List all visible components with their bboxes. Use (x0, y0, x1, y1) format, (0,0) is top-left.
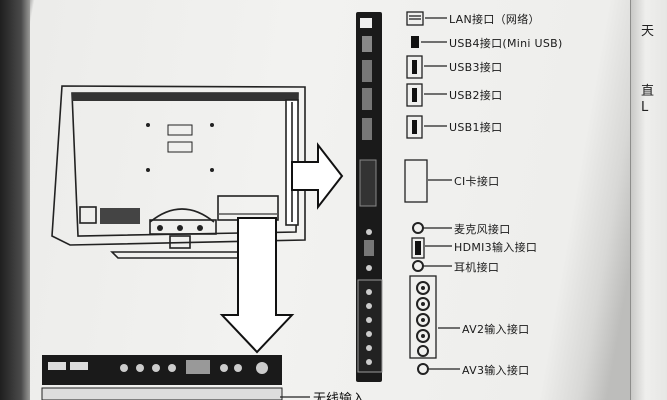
right-arrow (291, 142, 344, 210)
usb1-port-label: USB1接口 (449, 121, 503, 134)
av2-port-label: AV2输入接口 (462, 323, 530, 336)
adjacent-page-char: 天 (641, 24, 655, 39)
usb1-port-icon (406, 115, 423, 139)
ci-slot-icon (404, 159, 428, 203)
mic-jack-icon (412, 222, 424, 234)
adjacent-page-char: 直 (641, 84, 655, 99)
adjacent-page: 天 直 L (630, 0, 667, 400)
side-connector-panel (356, 12, 383, 382)
hdmi3-port-label: HDMI3输入接口 (454, 241, 538, 254)
hdmi-port-icon (411, 237, 425, 259)
adjacent-page-char: L (641, 100, 649, 115)
bottom-connector-panel (41, 355, 283, 400)
ci-port-label: CI卡接口 (454, 175, 500, 188)
earphone-jack-icon (412, 260, 424, 272)
paper-edge-shadow (0, 0, 30, 400)
usb3-port-label: USB3接口 (449, 61, 503, 74)
bottom-caption-label: 无线输入 (313, 392, 366, 400)
usb2-port-label: USB2接口 (449, 89, 503, 102)
tv-back-screw-holes (146, 123, 214, 231)
lan-port-icon (406, 11, 424, 26)
leader-lines (421, 17, 460, 370)
usb4-port-icon (411, 36, 419, 48)
mic-port-label: 麦克风接口 (454, 223, 511, 236)
lan-port-label: LAN接口（网络） (449, 13, 540, 26)
av-jacks-block (409, 275, 437, 359)
usb2-port-icon (406, 83, 423, 107)
av3-jack-icon (417, 363, 429, 375)
down-arrow (219, 217, 295, 354)
usb3-port-icon (406, 55, 423, 79)
av3-port-label: AV3输入接口 (462, 364, 530, 377)
earphone-port-label: 耳机接口 (454, 261, 500, 274)
usb4-port-label: USB4接口(Mini USB) (449, 37, 563, 50)
